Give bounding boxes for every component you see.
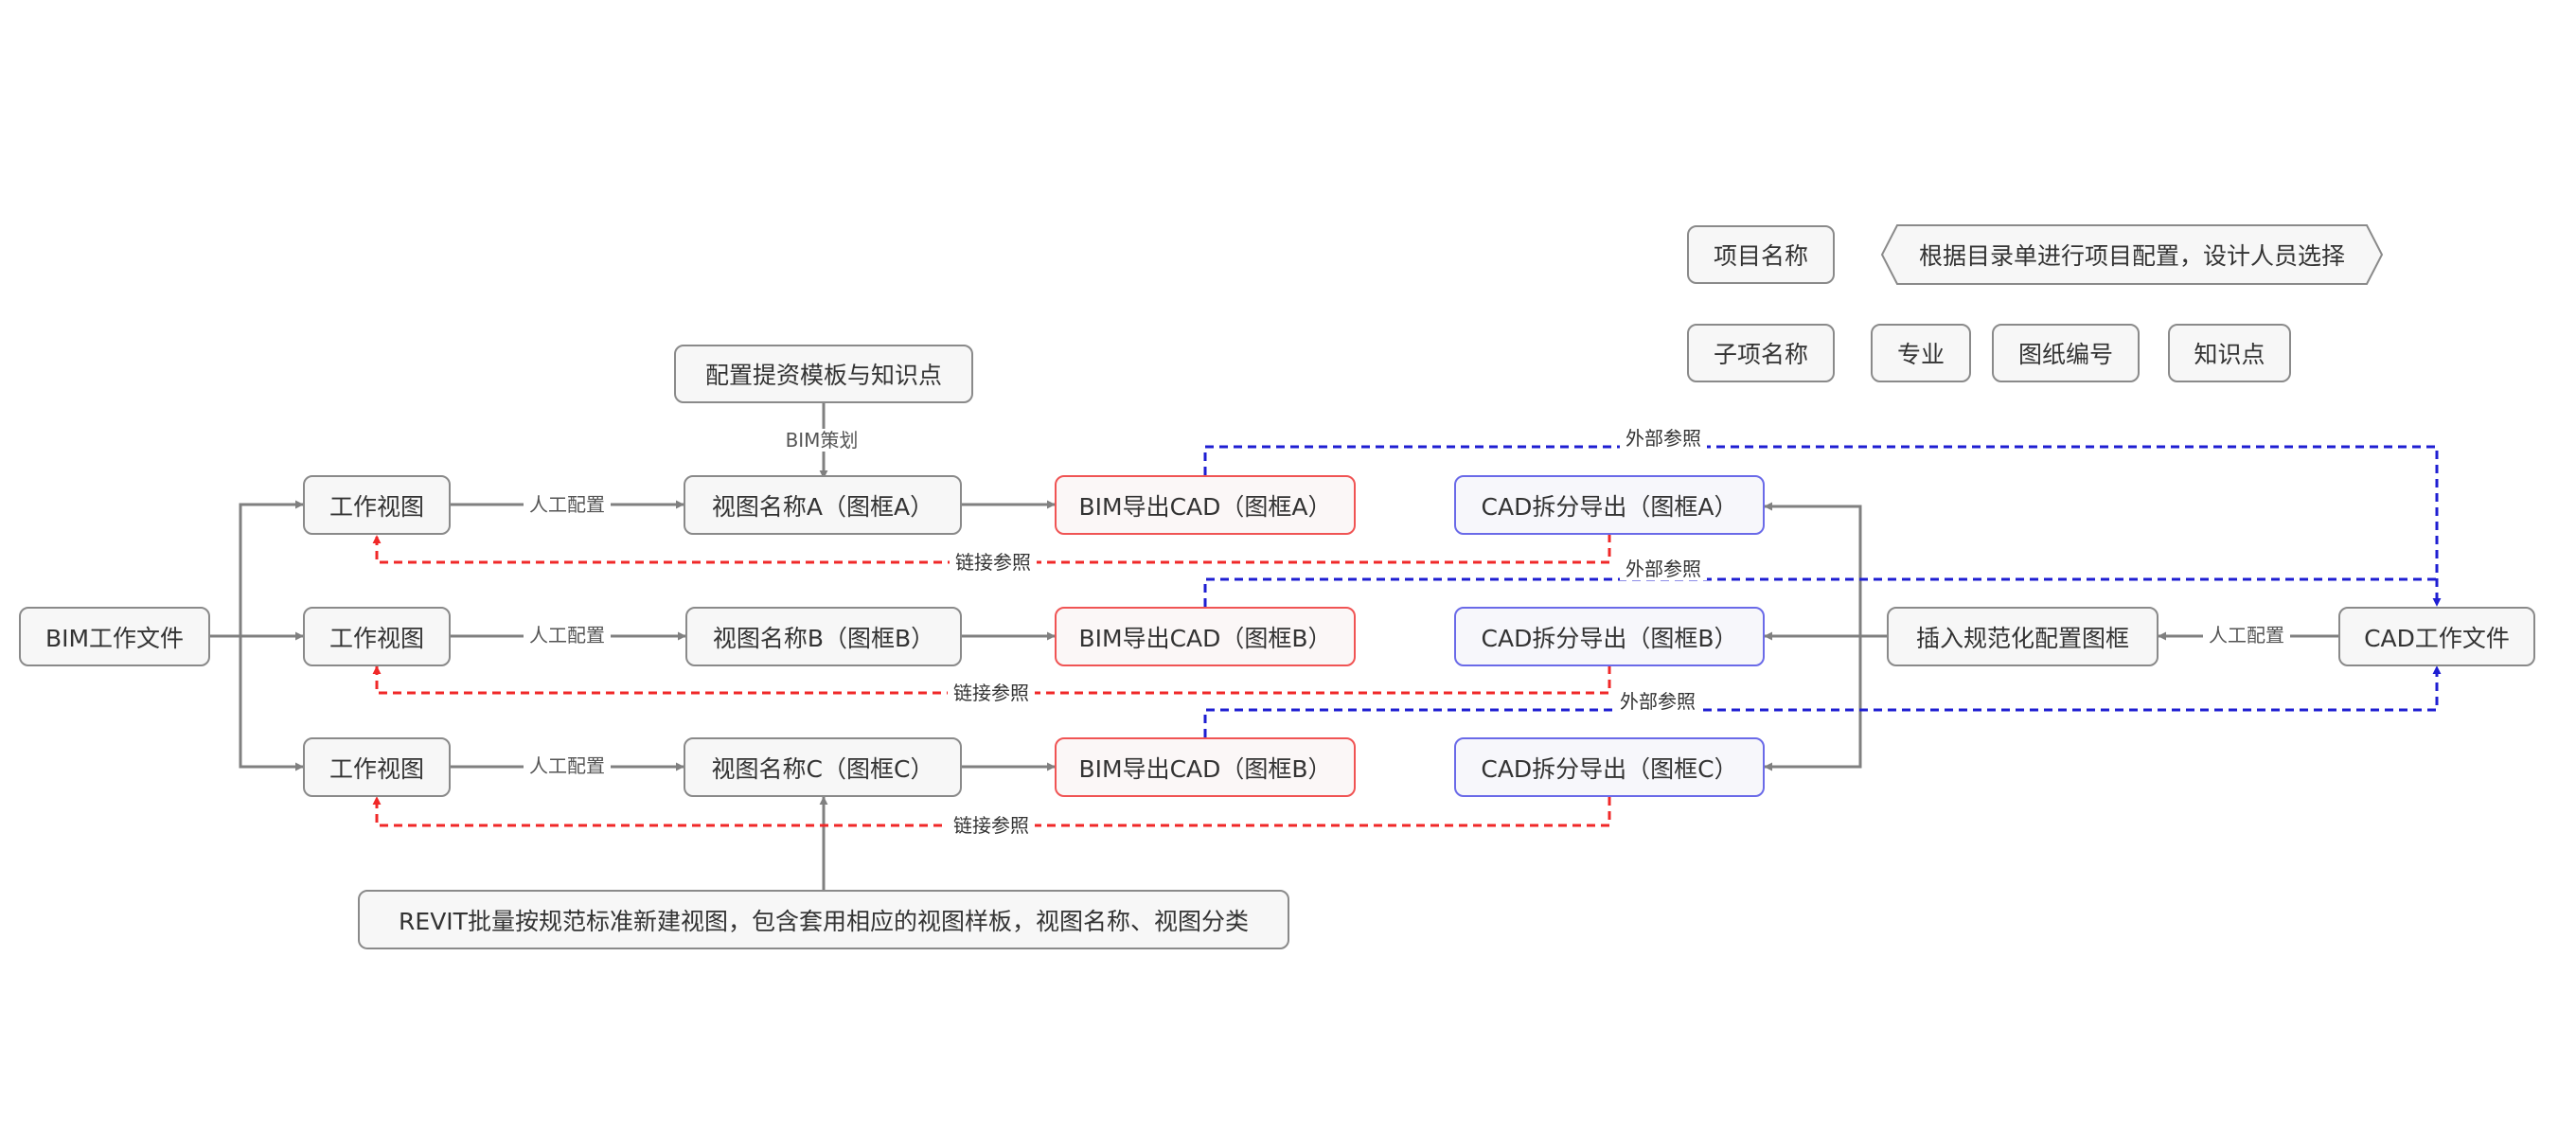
bim-export-a-node[interactable]: BIM导出CAD（图框A） <box>1055 475 1356 535</box>
label-link-b: 链接参照 <box>948 682 1035 704</box>
legend-knowledge: 知识点 <box>2168 324 2291 382</box>
view-name-c-node[interactable]: 视图名称C（图框C） <box>684 737 962 797</box>
cad-split-a-node[interactable]: CAD拆分导出（图框A） <box>1454 475 1765 535</box>
bim-export-b-node[interactable]: BIM导出CAD（图框B） <box>1055 607 1356 666</box>
work-view-b-node[interactable]: 工作视图 <box>303 607 451 666</box>
work-view-a-node[interactable]: 工作视图 <box>303 475 451 535</box>
edge-bim-to-view-a <box>210 500 304 638</box>
bim-export-c-node[interactable]: BIM导出CAD（图框B） <box>1055 737 1356 797</box>
cad-split-b-node[interactable]: CAD拆分导出（图框B） <box>1454 607 1765 666</box>
config-note-tag <box>1880 224 2384 285</box>
label-manual-c: 人工配置 <box>524 754 611 777</box>
edge-insert-to-split-c <box>1764 636 1862 771</box>
legend-discipline: 专业 <box>1871 324 1971 382</box>
edge-insert-to-split-a <box>1764 502 1862 636</box>
insert-frame-node[interactable]: 插入规范化配置图框 <box>1887 607 2159 666</box>
cad-work-file-node[interactable]: CAD工作文件 <box>2338 607 2535 666</box>
label-xref-c: 外部参照 <box>1614 690 1701 713</box>
xref-line-c <box>1203 665 2442 737</box>
view-name-b-node[interactable]: 视图名称B（图框B） <box>685 607 962 666</box>
label-bim-plan: BIM策划 <box>779 429 864 452</box>
label-manual-a: 人工配置 <box>524 493 611 516</box>
xref-line-b <box>1203 577 2437 607</box>
view-name-a-node[interactable]: 视图名称A（图框A） <box>684 475 962 535</box>
label-xref-a: 外部参照 <box>1620 427 1707 450</box>
config-template-node[interactable]: 配置提资模板与知识点 <box>674 345 973 403</box>
legend-project-name: 项目名称 <box>1687 225 1835 284</box>
revit-batch-node[interactable]: REVIT批量按规范标准新建视图，包含套用相应的视图样板，视图名称、视图分类 <box>358 890 1289 949</box>
label-manual-cad: 人工配置 <box>2203 624 2290 647</box>
bim-work-file-node[interactable]: BIM工作文件 <box>19 607 210 666</box>
work-view-c-node[interactable]: 工作视图 <box>303 737 451 797</box>
cad-split-c-node[interactable]: CAD拆分导出（图框C） <box>1454 737 1765 797</box>
legend-subitem-name: 子项名称 <box>1687 324 1835 382</box>
label-manual-b: 人工配置 <box>524 624 611 647</box>
legend-config-note: 根据目录单进行项目配置，设计人员选择 <box>1918 242 2346 270</box>
label-link-c: 链接参照 <box>948 814 1035 837</box>
edge-bim-to-view-c <box>239 636 304 771</box>
label-xref-b: 外部参照 <box>1620 558 1707 580</box>
xref-line-a <box>1203 445 2442 607</box>
label-link-a: 链接参照 <box>950 551 1037 574</box>
legend-drawing-number: 图纸编号 <box>1992 324 2140 382</box>
